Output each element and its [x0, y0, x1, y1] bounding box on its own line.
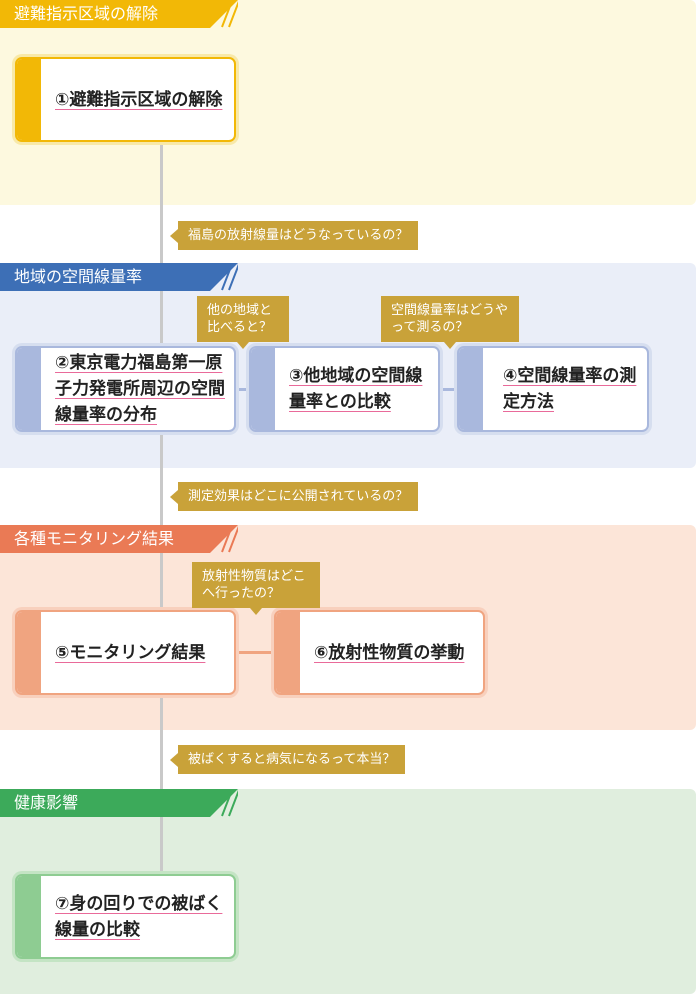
slash-decoration-icon [210, 789, 238, 817]
section-header-air-dose: 地域の空間線量率 [0, 263, 238, 291]
section-header-label: 各種モニタリング結果 [14, 529, 175, 548]
section-header-monitoring: 各種モニタリング結果 [0, 525, 238, 553]
question-callout-1: 福島の放射線量はどうなっているの？ [169, 221, 419, 250]
section-header-label: 健康影響 [14, 793, 79, 812]
topic-box-1[interactable]: ①避難指示区域の解除 [15, 57, 236, 142]
section-header-health: 健康影響 [0, 789, 238, 817]
topic-box-4[interactable]: ④空間線量率の測定方法 [457, 346, 649, 432]
question-callout-4: 測定効果はどこに公開されているの？ [169, 482, 419, 511]
connector-5-6 [236, 651, 274, 654]
box-accent-bar [17, 348, 41, 430]
flow-connector-line [160, 140, 163, 880]
topic-box-5[interactable]: ⑤モニタリング結果 [15, 610, 236, 695]
topic-box-label: ⑤モニタリング結果 [55, 642, 206, 663]
box-accent-bar [17, 612, 41, 693]
slash-decoration-icon [210, 525, 238, 553]
topic-box-label: ③他地域の空間線量率との比較 [289, 366, 423, 412]
topic-box-label: ②東京電力福島第一原子力発電所周辺の空間線量率の分布 [55, 353, 225, 425]
box-accent-bar [17, 59, 41, 140]
topic-box-label: ⑥放射性物質の挙動 [314, 642, 465, 663]
section-header-label: 避難指示区域の解除 [14, 4, 159, 23]
topic-box-label: ④空間線量率の測定方法 [503, 366, 637, 412]
topic-box-label: ①避難指示区域の解除 [55, 89, 223, 110]
box-accent-bar [17, 876, 41, 957]
question-callout-2: 他の地域と比べると？ [197, 296, 289, 349]
question-callout-5: 放射性物質はどこへ行ったの？ [192, 562, 320, 615]
box-accent-bar [459, 348, 483, 430]
connector-2-3 [236, 388, 250, 391]
topic-box-7[interactable]: ⑦身の回りでの被ばく線量の比較 [15, 874, 236, 959]
question-callout-6: 被ばくすると病気になるって本当？ [169, 745, 406, 774]
topic-box-label: ⑦身の回りでの被ばく線量の比較 [55, 893, 223, 940]
slash-decoration-icon [210, 263, 238, 291]
slash-decoration-icon [210, 0, 238, 28]
box-accent-bar [251, 348, 275, 430]
topic-box-6[interactable]: ⑥放射性物質の挙動 [274, 610, 485, 695]
question-callout-3: 空間線量率はどうやって測るの？ [381, 296, 519, 349]
section-header-label: 地域の空間線量率 [14, 267, 143, 286]
box-accent-bar [276, 612, 300, 693]
topic-box-2[interactable]: ②東京電力福島第一原子力発電所周辺の空間線量率の分布 [15, 346, 236, 432]
connector-3-4 [440, 388, 458, 391]
section-header-evacuation: 避難指示区域の解除 [0, 0, 238, 28]
topic-box-3[interactable]: ③他地域の空間線量率との比較 [249, 346, 440, 432]
